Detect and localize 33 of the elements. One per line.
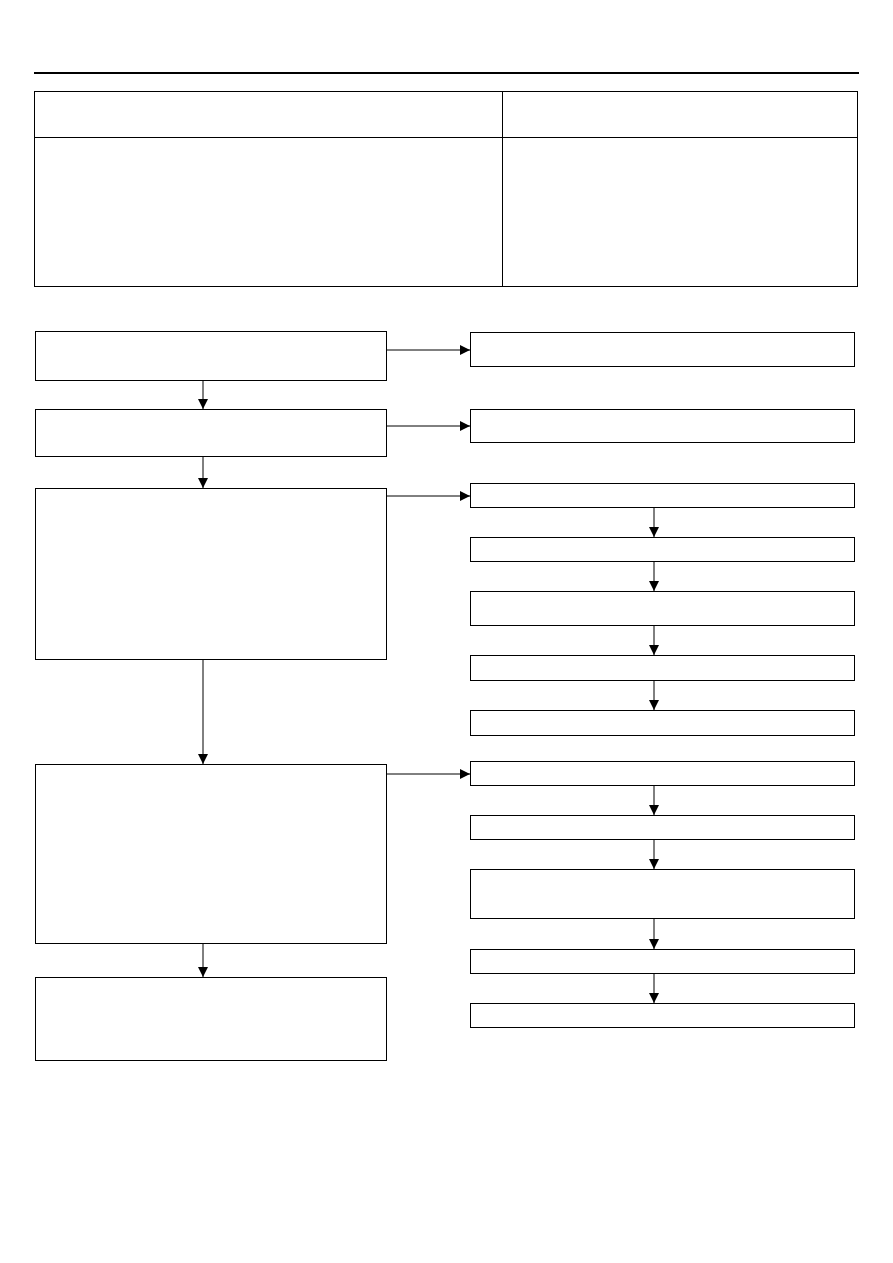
arrow	[649, 680, 659, 711]
empty-box	[470, 761, 855, 786]
empty-box	[470, 815, 855, 840]
empty-box	[35, 488, 387, 660]
arrow	[386, 421, 471, 431]
empty-box	[35, 409, 387, 457]
arrow	[649, 561, 659, 592]
empty-box	[470, 869, 855, 919]
arrow	[386, 769, 471, 779]
arrow	[649, 507, 659, 538]
arrow	[198, 943, 208, 978]
arrow	[386, 491, 471, 501]
arrow	[649, 625, 659, 656]
empty-box	[470, 332, 855, 367]
arrow	[198, 659, 208, 765]
empty-box	[470, 655, 855, 681]
empty-box	[470, 409, 855, 443]
empty-box	[470, 537, 855, 562]
arrow	[198, 380, 208, 410]
empty-box	[470, 1003, 855, 1028]
empty-box	[470, 483, 855, 508]
empty-box	[470, 591, 855, 626]
empty-box	[35, 977, 387, 1061]
empty-box	[35, 331, 387, 381]
empty-box	[470, 710, 855, 736]
arrow	[649, 973, 659, 1004]
arrow	[649, 918, 659, 950]
arrow	[198, 456, 208, 489]
arrow	[649, 839, 659, 870]
empty-box	[35, 764, 387, 944]
arrow	[386, 345, 471, 355]
empty-box	[470, 949, 855, 974]
arrow	[649, 785, 659, 816]
